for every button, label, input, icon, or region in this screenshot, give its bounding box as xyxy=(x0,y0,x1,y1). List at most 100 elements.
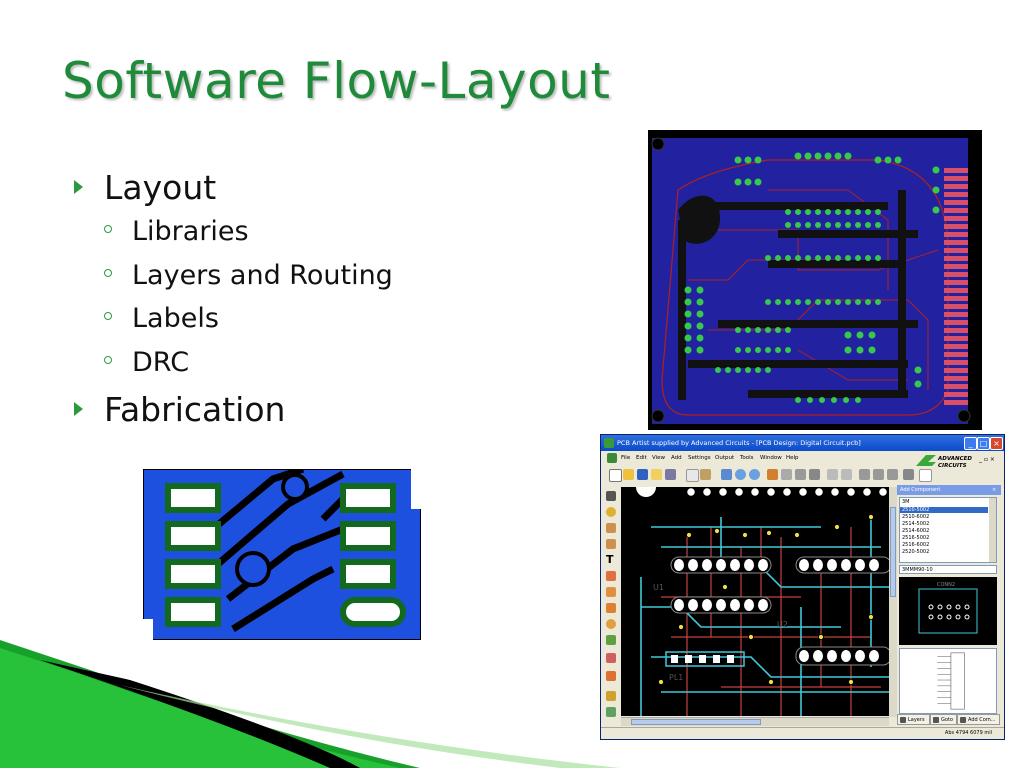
component-combo[interactable]: 3MMM90-10 xyxy=(899,565,997,574)
grid-icon[interactable] xyxy=(700,469,711,480)
label-u2: U2 xyxy=(777,620,788,629)
menu-view[interactable]: View xyxy=(652,455,666,461)
pcb-board-image xyxy=(648,130,982,430)
minimize-icon[interactable]: _ xyxy=(964,437,977,450)
preview-label: CONN2 xyxy=(937,582,955,588)
redo-icon[interactable] xyxy=(841,469,852,480)
maximize-icon[interactable]: □ xyxy=(977,437,990,450)
arrow-bullet-icon xyxy=(74,402,83,416)
notes-icon[interactable] xyxy=(651,469,662,480)
board-icon[interactable] xyxy=(606,707,616,717)
schematic-preview xyxy=(899,648,997,714)
drc-icon[interactable] xyxy=(606,691,616,701)
pcb-pad-detail-image xyxy=(143,469,421,640)
tab-goto[interactable]: Goto xyxy=(930,714,957,725)
mdi-controls-icon[interactable]: _ ▫ × xyxy=(979,456,995,463)
vertical-scrollbar[interactable] xyxy=(889,487,897,717)
list-scrollbar[interactable] xyxy=(989,498,996,562)
new-file-icon[interactable] xyxy=(609,469,622,482)
open-folder-icon[interactable] xyxy=(623,469,634,480)
tab-add-component[interactable]: Add Com... xyxy=(957,714,1000,725)
circle-bullet-icon xyxy=(104,268,112,277)
via-icon[interactable] xyxy=(606,635,616,645)
component-list[interactable]: 3M 2510-5002 2510-6002 2514-5002 2514-60… xyxy=(899,497,997,563)
layers-stack-icon[interactable] xyxy=(665,469,676,480)
tab-layers[interactable]: Layers xyxy=(897,714,930,725)
panel-close-icon[interactable]: × xyxy=(992,487,997,493)
decorative-swoosh xyxy=(0,640,620,768)
close-icon[interactable]: × xyxy=(990,437,1003,450)
undo-icon[interactable] xyxy=(827,469,838,480)
horizontal-scrollbar[interactable] xyxy=(621,717,889,726)
brand-line1: ADVANCED xyxy=(937,456,972,462)
zoom-out-icon[interactable] xyxy=(749,469,760,480)
delete-icon[interactable] xyxy=(903,469,914,480)
label-pl1: PL1 xyxy=(669,673,683,682)
select-pointer-icon[interactable] xyxy=(919,469,932,482)
sub-bullet-libraries: Libraries xyxy=(74,212,594,256)
save-icon[interactable] xyxy=(637,469,648,480)
copper-pour-icon[interactable] xyxy=(606,671,616,681)
label-u1: U1 xyxy=(653,583,664,592)
list-item[interactable]: 3M xyxy=(902,499,910,505)
status-bar: Abs 4794 6079 mil xyxy=(601,727,1004,739)
scroll-thumb[interactable] xyxy=(631,719,761,725)
menu-file[interactable]: File xyxy=(621,455,631,461)
panel-tabs: Layers Goto Add Com... xyxy=(897,714,1004,726)
sub-bullet-text: DRC xyxy=(132,346,190,378)
grid-toggle-icon[interactable] xyxy=(781,469,792,480)
bullet-layout: Layout xyxy=(74,168,594,212)
list-item[interactable]: 2516-5002 xyxy=(902,535,930,541)
panel-header: Add Component × xyxy=(897,485,1001,495)
document-icon xyxy=(607,453,617,463)
line-icon[interactable] xyxy=(606,539,616,549)
zoom-in-icon[interactable] xyxy=(735,469,746,480)
list-item[interactable]: 2514-5002 xyxy=(902,521,930,527)
list-item[interactable]: 2520-5002 xyxy=(902,549,930,555)
scroll-thumb[interactable] xyxy=(890,507,896,597)
list-item[interactable]: 2514-6002 xyxy=(902,528,930,534)
menu-settings[interactable]: Settings xyxy=(688,455,711,461)
copy-icon[interactable] xyxy=(873,469,884,480)
track-icon[interactable] xyxy=(606,523,616,533)
brush-icon[interactable] xyxy=(767,469,778,480)
design-canvas[interactable]: U1 U2 PL1 xyxy=(621,487,889,716)
text-tool-icon[interactable]: T xyxy=(606,553,614,566)
cut-icon[interactable] xyxy=(859,469,870,480)
menu-bar: File Edit View Add Settings Output Tools… xyxy=(601,452,1004,464)
paste-icon[interactable] xyxy=(887,469,898,480)
rectangle-icon[interactable] xyxy=(606,603,616,613)
circle-bullet-icon xyxy=(104,355,112,364)
brand-line2: CIRCUITS xyxy=(938,463,967,469)
bullet-list: Layout Libraries Layers and Routing Labe… xyxy=(74,168,594,434)
app-icon xyxy=(604,438,614,448)
component-icon[interactable] xyxy=(795,469,806,480)
main-toolbar xyxy=(601,465,901,485)
shape-icon[interactable] xyxy=(606,571,616,581)
arrow-bullet-icon xyxy=(74,180,83,194)
circle-bullet-icon xyxy=(104,312,112,320)
menu-output[interactable]: Output xyxy=(715,455,735,461)
list-item[interactable]: 2510-6002 xyxy=(902,514,930,520)
circle-tool-icon[interactable] xyxy=(606,619,616,629)
list-item-selected[interactable]: 2510-5002 xyxy=(900,507,988,513)
menu-help[interactable]: Help xyxy=(786,455,799,461)
dimension-icon[interactable] xyxy=(606,653,616,663)
menu-edit[interactable]: Edit xyxy=(636,455,647,461)
eraser-icon[interactable] xyxy=(606,491,616,501)
sub-bullet-text: Labels xyxy=(132,303,219,334)
menu-window[interactable]: Window xyxy=(760,455,782,461)
list-item[interactable]: 2516-6002 xyxy=(902,542,930,548)
sub-bullet-labels: Labels xyxy=(74,299,594,343)
flip-icon[interactable] xyxy=(809,469,820,480)
slide-title: Software Flow-Layout xyxy=(62,52,611,110)
menu-tools[interactable]: Tools xyxy=(740,455,754,461)
sub-bullet-text: Layers and Routing xyxy=(132,259,393,291)
polygon-icon[interactable] xyxy=(606,587,616,597)
pad-icon[interactable] xyxy=(606,507,616,517)
bullet-text: Fabrication xyxy=(104,390,286,429)
left-toolbox: T xyxy=(603,487,619,723)
zoom-fit-icon[interactable] xyxy=(721,469,732,480)
menu-add[interactable]: Add xyxy=(671,455,682,461)
text-style-icon[interactable] xyxy=(686,469,699,482)
